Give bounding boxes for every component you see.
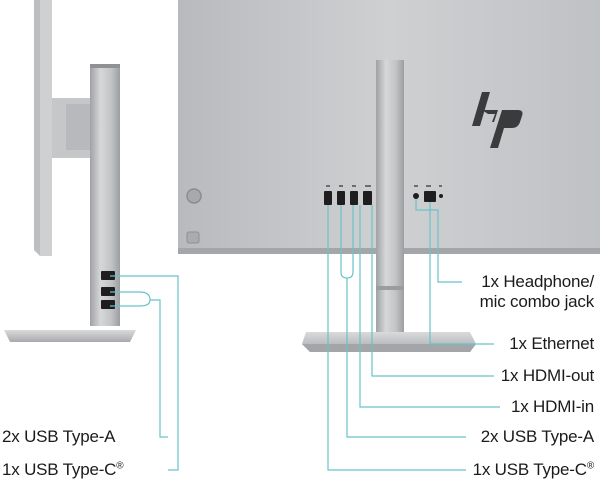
label-ethernet-text: 1x Ethernet	[509, 334, 594, 353]
label-headphone: 1x Headphone/ mic combo jack	[479, 272, 595, 312]
label-usb-c-rear-text: 1x USB Type-C	[472, 460, 587, 479]
registered-mark: ®	[116, 460, 124, 472]
callout-line-hdmi-in	[359, 205, 500, 408]
side-panel-face	[40, 0, 52, 256]
rear-port-symbols	[326, 185, 442, 187]
rear-stand-base-edge	[302, 344, 476, 352]
callout-line-usb-c-rear	[327, 205, 466, 471]
label-hdmi-out: 1x HDMI-out	[501, 366, 594, 386]
label-hdmi-in-text: 1x HDMI-in	[510, 397, 594, 416]
registered-mark: ®	[586, 460, 594, 472]
indicator-icon	[439, 194, 443, 198]
label-usb-c-side-text: 1x USB Type-C	[2, 460, 117, 479]
rear-usb-a-port-icon	[350, 191, 358, 205]
label-headphone-line1: 1x Headphone/	[481, 272, 594, 291]
side-usb-c-port-icon	[101, 271, 115, 280]
security-lock-slot-icon	[186, 231, 200, 244]
label-usb-c-rear: 1x USB Type-C®	[472, 460, 595, 480]
callout-lines	[110, 199, 500, 471]
label-usb-c-side: 1x USB Type-C®	[2, 460, 124, 480]
callout-line-usb-c-side	[110, 275, 179, 471]
side-stand-top	[90, 64, 120, 68]
side-usb-a-port-icon	[101, 300, 115, 309]
label-usb-a-side-text: 2x USB Type-A	[2, 427, 116, 446]
side-usb-a-port-icon	[101, 287, 115, 296]
rear-view-monitor	[178, 0, 600, 352]
label-usb-a-rear: 2x USB Type-A	[480, 427, 595, 447]
callout-line-usb-a-side	[150, 299, 168, 438]
ethernet-port-icon	[424, 191, 436, 202]
callout-line-ethernet	[429, 202, 494, 345]
rear-stand-neck	[376, 60, 404, 338]
side-stand-column	[90, 64, 120, 326]
label-hdmi-out-text: 1x HDMI-out	[500, 366, 594, 385]
label-hdmi-in: 1x HDMI-in	[511, 397, 594, 417]
rear-usb-c-port-icon	[324, 191, 332, 205]
side-base	[4, 330, 136, 342]
rear-hdmi-in-port-icon	[363, 191, 372, 205]
headphone-jack-icon	[413, 193, 419, 199]
rear-stand-joint	[376, 286, 404, 290]
rear-usb-a-port-icon	[337, 191, 345, 205]
callout-line-usb-a-rear	[346, 278, 466, 438]
callout-line-headphone	[415, 199, 462, 283]
power-button-icon	[186, 188, 202, 204]
side-view-monitor	[4, 0, 136, 342]
label-headphone-line2: mic combo jack	[479, 292, 595, 311]
label-ethernet: 1x Ethernet	[509, 334, 594, 354]
hp-logo	[472, 92, 523, 148]
label-usb-a-side: 2x USB Type-A	[2, 427, 116, 447]
label-usb-a-rear-text: 2x USB Type-A	[480, 427, 595, 446]
callout-line-hdmi-out	[371, 205, 494, 377]
